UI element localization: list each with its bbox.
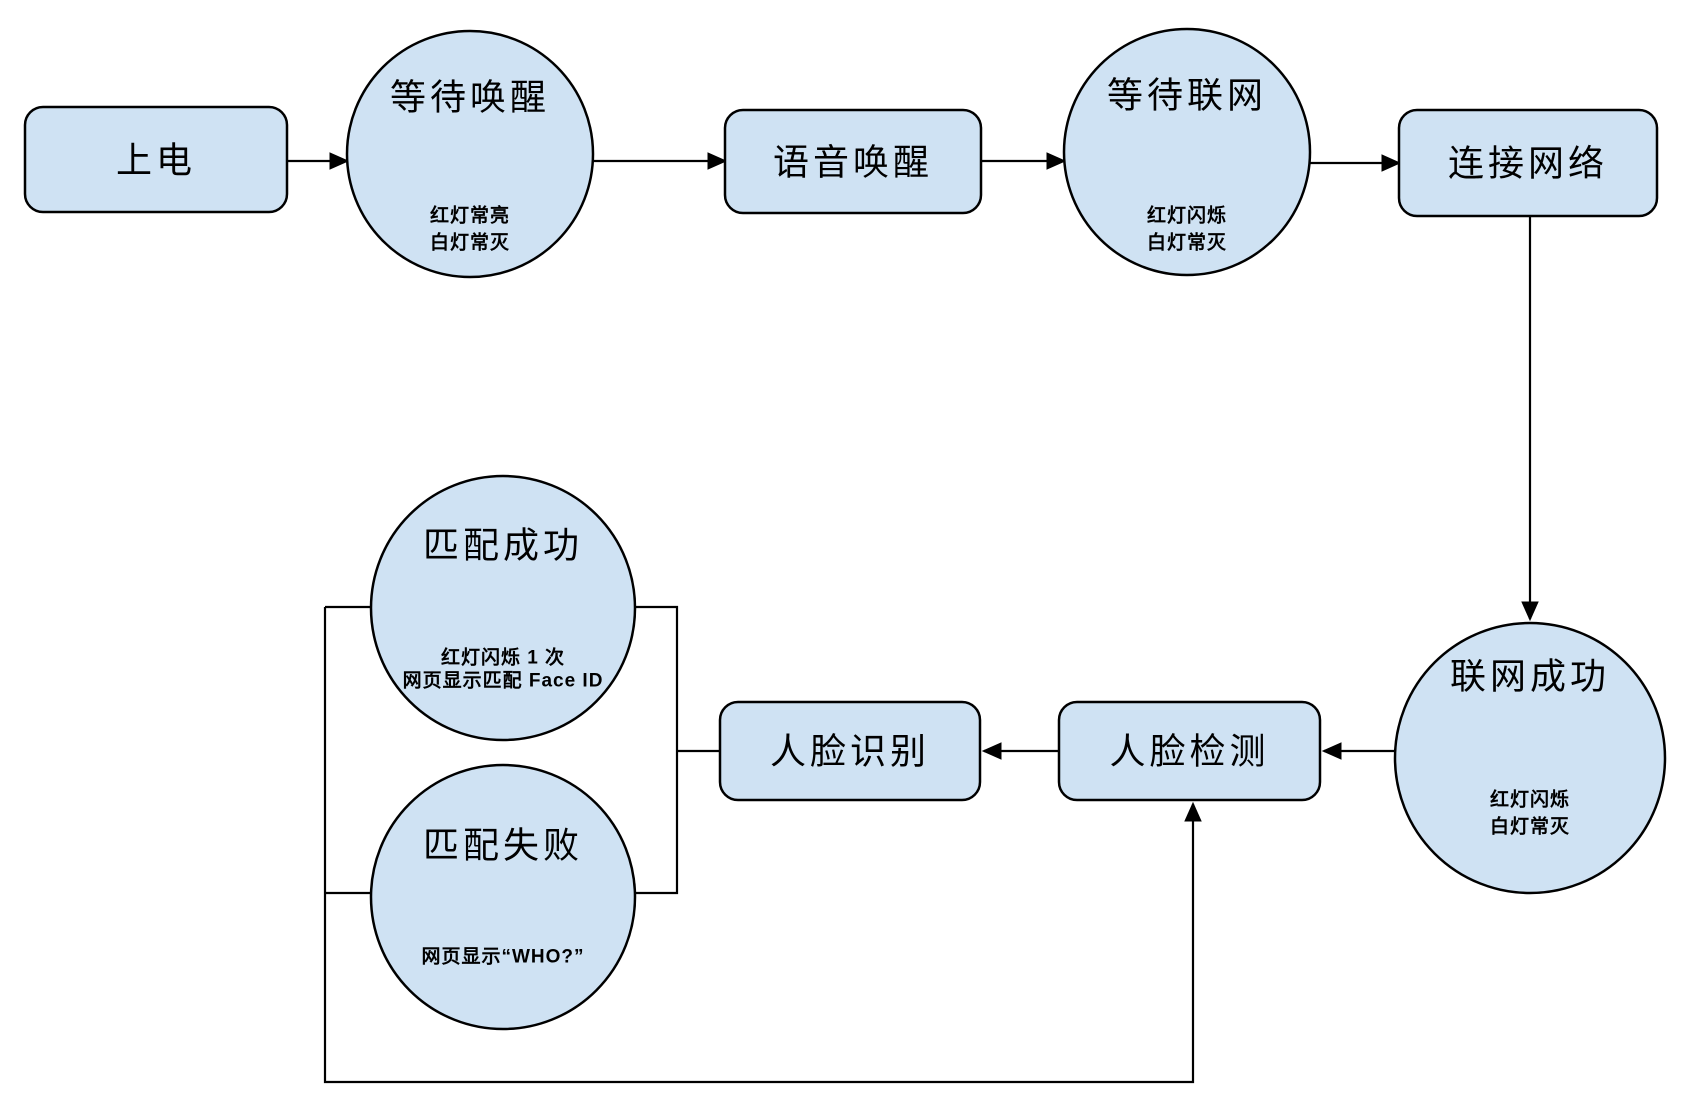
network-ok-subtext-2: 白灯常灭 bbox=[1490, 815, 1570, 838]
node-voice-wake: 语音唤醒 bbox=[723, 108, 983, 215]
face-recognize-rect-shape bbox=[718, 700, 982, 802]
wait-wake-label: 等待唤醒 bbox=[390, 77, 550, 118]
edge-loop-back-to-facedetect bbox=[323, 607, 1202, 1084]
match-success-label: 匹配成功 bbox=[423, 525, 583, 566]
wait-wake-subtext-1: 红灯常亮 bbox=[430, 204, 510, 227]
match-fail-label: 匹配失败 bbox=[423, 825, 583, 866]
face-recognize-label: 人脸识别 bbox=[770, 731, 930, 772]
match-success-subtext-2: 网页显示匹配 Face ID bbox=[403, 670, 604, 692]
wait-wake-circle-shape bbox=[345, 29, 595, 279]
face-detect-label: 人脸检测 bbox=[1109, 731, 1269, 772]
voice-wake-rect-shape bbox=[723, 108, 983, 215]
node-face-detect: 人脸检测 bbox=[1057, 700, 1322, 802]
network-ok-label: 联网成功 bbox=[1450, 656, 1610, 697]
node-face-recognize: 人脸识别 bbox=[718, 700, 982, 802]
power-on-rect-shape bbox=[23, 105, 289, 214]
node-connect-network: 连接网络 bbox=[1397, 108, 1659, 218]
face-detect-rect-shape bbox=[1057, 700, 1322, 802]
network-ok-circle-shape bbox=[1393, 621, 1667, 895]
edge-match-bracket-right bbox=[635, 605, 679, 895]
wait-wake-subtext-2: 白灯常灭 bbox=[430, 231, 510, 254]
network-ok-subtext-1: 红灯闪烁 bbox=[1490, 788, 1570, 811]
match-fail-circle-shape bbox=[369, 763, 637, 1031]
wait-network-subtext-1: 红灯闪烁 bbox=[1147, 204, 1227, 227]
wait-network-label: 等待联网 bbox=[1107, 75, 1267, 116]
connect-network-label: 连接网络 bbox=[1448, 143, 1608, 184]
match-success-circle-shape bbox=[369, 474, 637, 742]
match-fail-subtext-1: 网页显示“WHO?” bbox=[421, 946, 584, 968]
connect-network-rect-shape bbox=[1397, 108, 1659, 218]
voice-wake-label: 语音唤醒 bbox=[773, 142, 933, 183]
power-on-label: 上电 bbox=[116, 140, 196, 181]
wait-network-subtext-2: 白灯常灭 bbox=[1147, 231, 1227, 254]
wait-network-circle-shape bbox=[1062, 27, 1312, 277]
node-power-on: 上电 bbox=[23, 105, 289, 214]
match-success-subtext-1: 红灯闪烁 1 次 bbox=[441, 646, 565, 669]
